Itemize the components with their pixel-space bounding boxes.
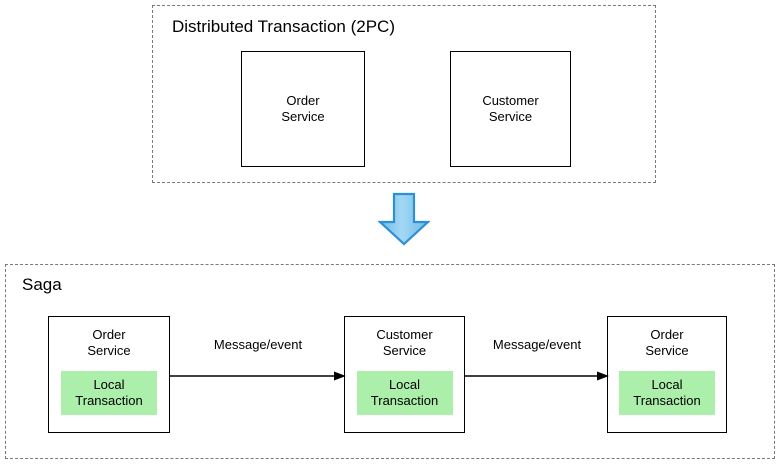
box-order-service-saga-3[interactable]: Order Service Local Transaction bbox=[607, 316, 727, 433]
connector-arrow-2 bbox=[465, 369, 609, 381]
connector-arrow-1-label: Message/event bbox=[213, 337, 303, 352]
box-customer-service-saga-2[interactable]: Customer Service Local Transaction bbox=[344, 316, 465, 433]
local-transaction-block-1: Local Transaction bbox=[61, 371, 157, 415]
group-saga-label: Saga bbox=[22, 275, 62, 294]
box-customer-service-2pc[interactable]: Customer Service bbox=[450, 51, 571, 167]
box-order-service-2pc[interactable]: Order Service bbox=[241, 51, 365, 167]
group-saga bbox=[5, 264, 775, 459]
connector-arrow-2-label: Message/event bbox=[492, 337, 582, 352]
box-order-service-saga-1[interactable]: Order Service Local Transaction bbox=[48, 316, 170, 433]
box-order-service-saga-1-label: Order Service bbox=[87, 327, 131, 358]
group-distributed-transaction bbox=[152, 5, 656, 183]
box-customer-service-saga-2-label: Customer Service bbox=[376, 327, 433, 358]
box-order-service-2pc-label: Order Service bbox=[281, 93, 325, 124]
box-customer-service-2pc-label: Customer Service bbox=[482, 93, 539, 124]
down-arrow-icon bbox=[377, 192, 431, 246]
box-order-service-saga-3-label: Order Service bbox=[645, 327, 689, 358]
group-distributed-transaction-label: Distributed Transaction (2PC) bbox=[172, 17, 395, 36]
connector-arrow-1 bbox=[170, 369, 346, 381]
local-transaction-block-3: Local Transaction bbox=[619, 371, 715, 415]
local-transaction-block-2: Local Transaction bbox=[356, 371, 453, 415]
